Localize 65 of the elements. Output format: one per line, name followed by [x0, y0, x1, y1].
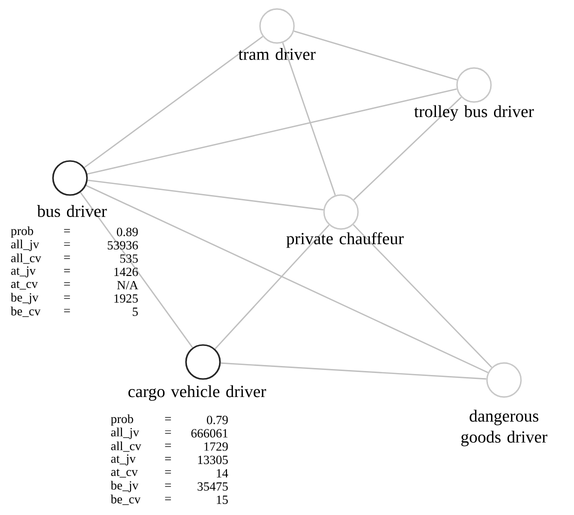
network-node: dangerous goods driver [461, 362, 548, 446]
table-cell: 53936 [108, 241, 138, 250]
table-cell: all_jv [11, 240, 40, 251]
table-cell: 535 [120, 254, 138, 263]
table-cell: 0.89 [116, 228, 138, 236]
table-cell: = [64, 282, 70, 286]
connector-line [220, 362, 486, 380]
network-node: private chauffeur [286, 194, 404, 248]
node-label: trolley bus driver [414, 105, 534, 121]
node-label: dangerous goods driver [461, 410, 548, 446]
table-cell: be_cv [110, 494, 141, 505]
network-node: cargo vehicle driver [128, 344, 266, 401]
table-cell: be_cv [10, 306, 41, 317]
table-cell: = [165, 457, 171, 460]
table-cell: = [165, 484, 171, 487]
table-cell: 666061 [191, 429, 228, 438]
table-cell: at_jv [11, 266, 36, 278]
table-cell: 5 [132, 308, 138, 316]
table-cell: be_jv [10, 292, 38, 304]
connector-line [84, 36, 264, 168]
table-cell: 13305 [198, 456, 228, 464]
table-cell: 0.79 [206, 416, 228, 424]
node-label: cargo vehicle driver [128, 385, 266, 401]
node-label: tram driver [238, 48, 316, 60]
table-cell: = [165, 470, 171, 474]
table-cell: = [64, 296, 70, 299]
table-cell: = [64, 229, 70, 232]
table-cell: 1729 [204, 442, 228, 451]
connector-line [214, 224, 330, 350]
table-cell: at_jv [111, 454, 136, 466]
table-cell: = [64, 256, 70, 259]
table-cell: be_jv [110, 480, 138, 492]
table-cell: 1426 [114, 268, 138, 276]
table-cell: all_cv [111, 441, 142, 452]
node-label: bus driver [37, 205, 107, 217]
table-cell: at_cv [11, 280, 38, 290]
connector-line [353, 96, 462, 200]
network-node: bus driver [37, 160, 107, 217]
table-cell: = [64, 242, 70, 246]
connector-line [80, 192, 194, 348]
connector-line [87, 88, 457, 175]
table-cell: = [64, 269, 70, 272]
network-node: trolley bus driver [414, 67, 534, 121]
table-cell: N/A [117, 281, 138, 290]
table-cell: all_cv [11, 253, 42, 264]
table-cell: 1925 [114, 294, 138, 303]
table-cell: = [165, 496, 171, 500]
connector-line [86, 184, 488, 374]
table-cell: = [165, 417, 171, 420]
table-cell: = [64, 308, 70, 312]
table-cell: = [165, 430, 171, 434]
connector-line [88, 180, 324, 210]
connector-line [282, 42, 336, 196]
connector-line [294, 30, 458, 81]
table-cell: 35475 [198, 482, 228, 491]
table-cell: 14 [216, 469, 228, 478]
table-cell: 15 [216, 496, 228, 504]
network-node: tram driver [238, 8, 316, 60]
table-cell: all_jv [111, 428, 140, 439]
node-label: private chauffeur [286, 232, 404, 248]
connector-line [352, 224, 492, 368]
table-cell: at_cv [111, 468, 138, 478]
table-cell: prob [10, 226, 34, 238]
table-cell: prob [110, 414, 134, 426]
table-cell: = [165, 444, 171, 447]
